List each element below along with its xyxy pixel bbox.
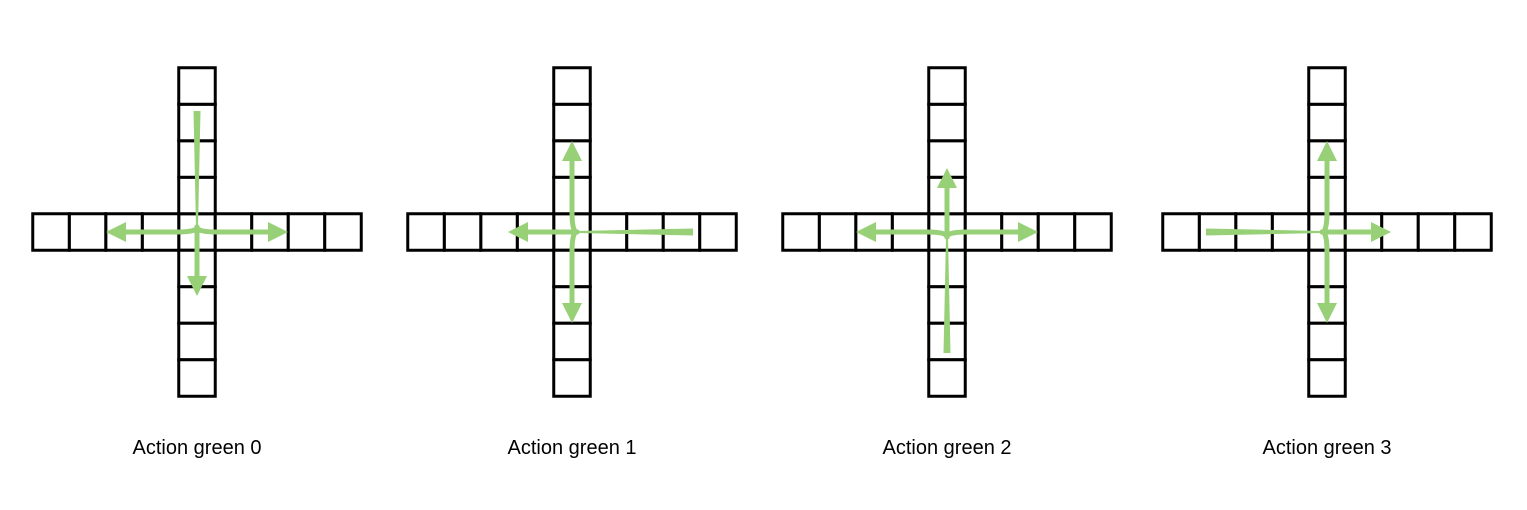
turn-arrow-left <box>856 222 950 242</box>
road-cell <box>1073 212 1113 252</box>
road-cell <box>927 139 967 179</box>
road-cell <box>1453 212 1493 252</box>
panel-action-green-2: Action green 2 <box>781 66 1113 459</box>
road-cell <box>1416 212 1457 252</box>
incoming-stem <box>1206 228 1322 236</box>
panel-caption: Action green 3 <box>1263 437 1392 459</box>
incoming-stem <box>943 237 951 353</box>
road-cell <box>1307 66 1347 106</box>
traffic-arrows <box>508 141 693 323</box>
road-cell <box>927 102 967 143</box>
road-cell <box>1307 321 1347 362</box>
arrow-group <box>1206 141 1391 323</box>
panel-action-green-1: Action green 1 <box>406 66 738 459</box>
road-cell <box>31 212 71 252</box>
arrow-group <box>856 168 1038 353</box>
road-cell <box>177 321 217 362</box>
road-cell <box>781 212 821 252</box>
turn-arrow-left <box>562 229 582 323</box>
road-cell <box>177 285 217 325</box>
road-cell <box>1161 212 1201 252</box>
traffic-arrows <box>106 111 288 296</box>
road-cell <box>1307 358 1347 398</box>
road-cell <box>479 212 519 252</box>
arrow-group <box>508 141 693 323</box>
road-cell <box>1307 102 1347 143</box>
incoming-stem <box>193 111 201 227</box>
road-cell <box>323 212 363 252</box>
road-cell <box>1036 212 1077 252</box>
road-cell <box>406 212 446 252</box>
road-cell <box>552 66 592 106</box>
road-cell <box>1380 212 1420 252</box>
panel-caption: Action green 0 <box>133 437 262 459</box>
turn-arrow-left <box>1317 141 1337 235</box>
road-cell <box>67 212 108 252</box>
road-cell <box>817 212 858 252</box>
road-cell <box>698 212 738 252</box>
traffic-arrows <box>1206 141 1391 323</box>
panel-action-green-3: Action green 3 <box>1161 66 1493 459</box>
road-cell <box>552 102 592 143</box>
road-cell <box>552 358 592 398</box>
road-cell <box>177 358 217 398</box>
panel-action-green-0: Action green 0 <box>31 66 363 459</box>
road-cell <box>177 66 217 106</box>
turn-arrow-left <box>194 222 288 242</box>
road-cell <box>552 321 592 362</box>
panel-caption: Action green 1 <box>508 437 637 459</box>
panel-caption: Action green 2 <box>883 437 1012 459</box>
traffic-arrows <box>856 168 1038 353</box>
incoming-stem <box>577 228 693 236</box>
road-cell <box>286 212 327 252</box>
road-cell <box>927 358 967 398</box>
arrow-group <box>106 111 288 296</box>
road-cell <box>927 66 967 106</box>
road-cell <box>442 212 483 252</box>
